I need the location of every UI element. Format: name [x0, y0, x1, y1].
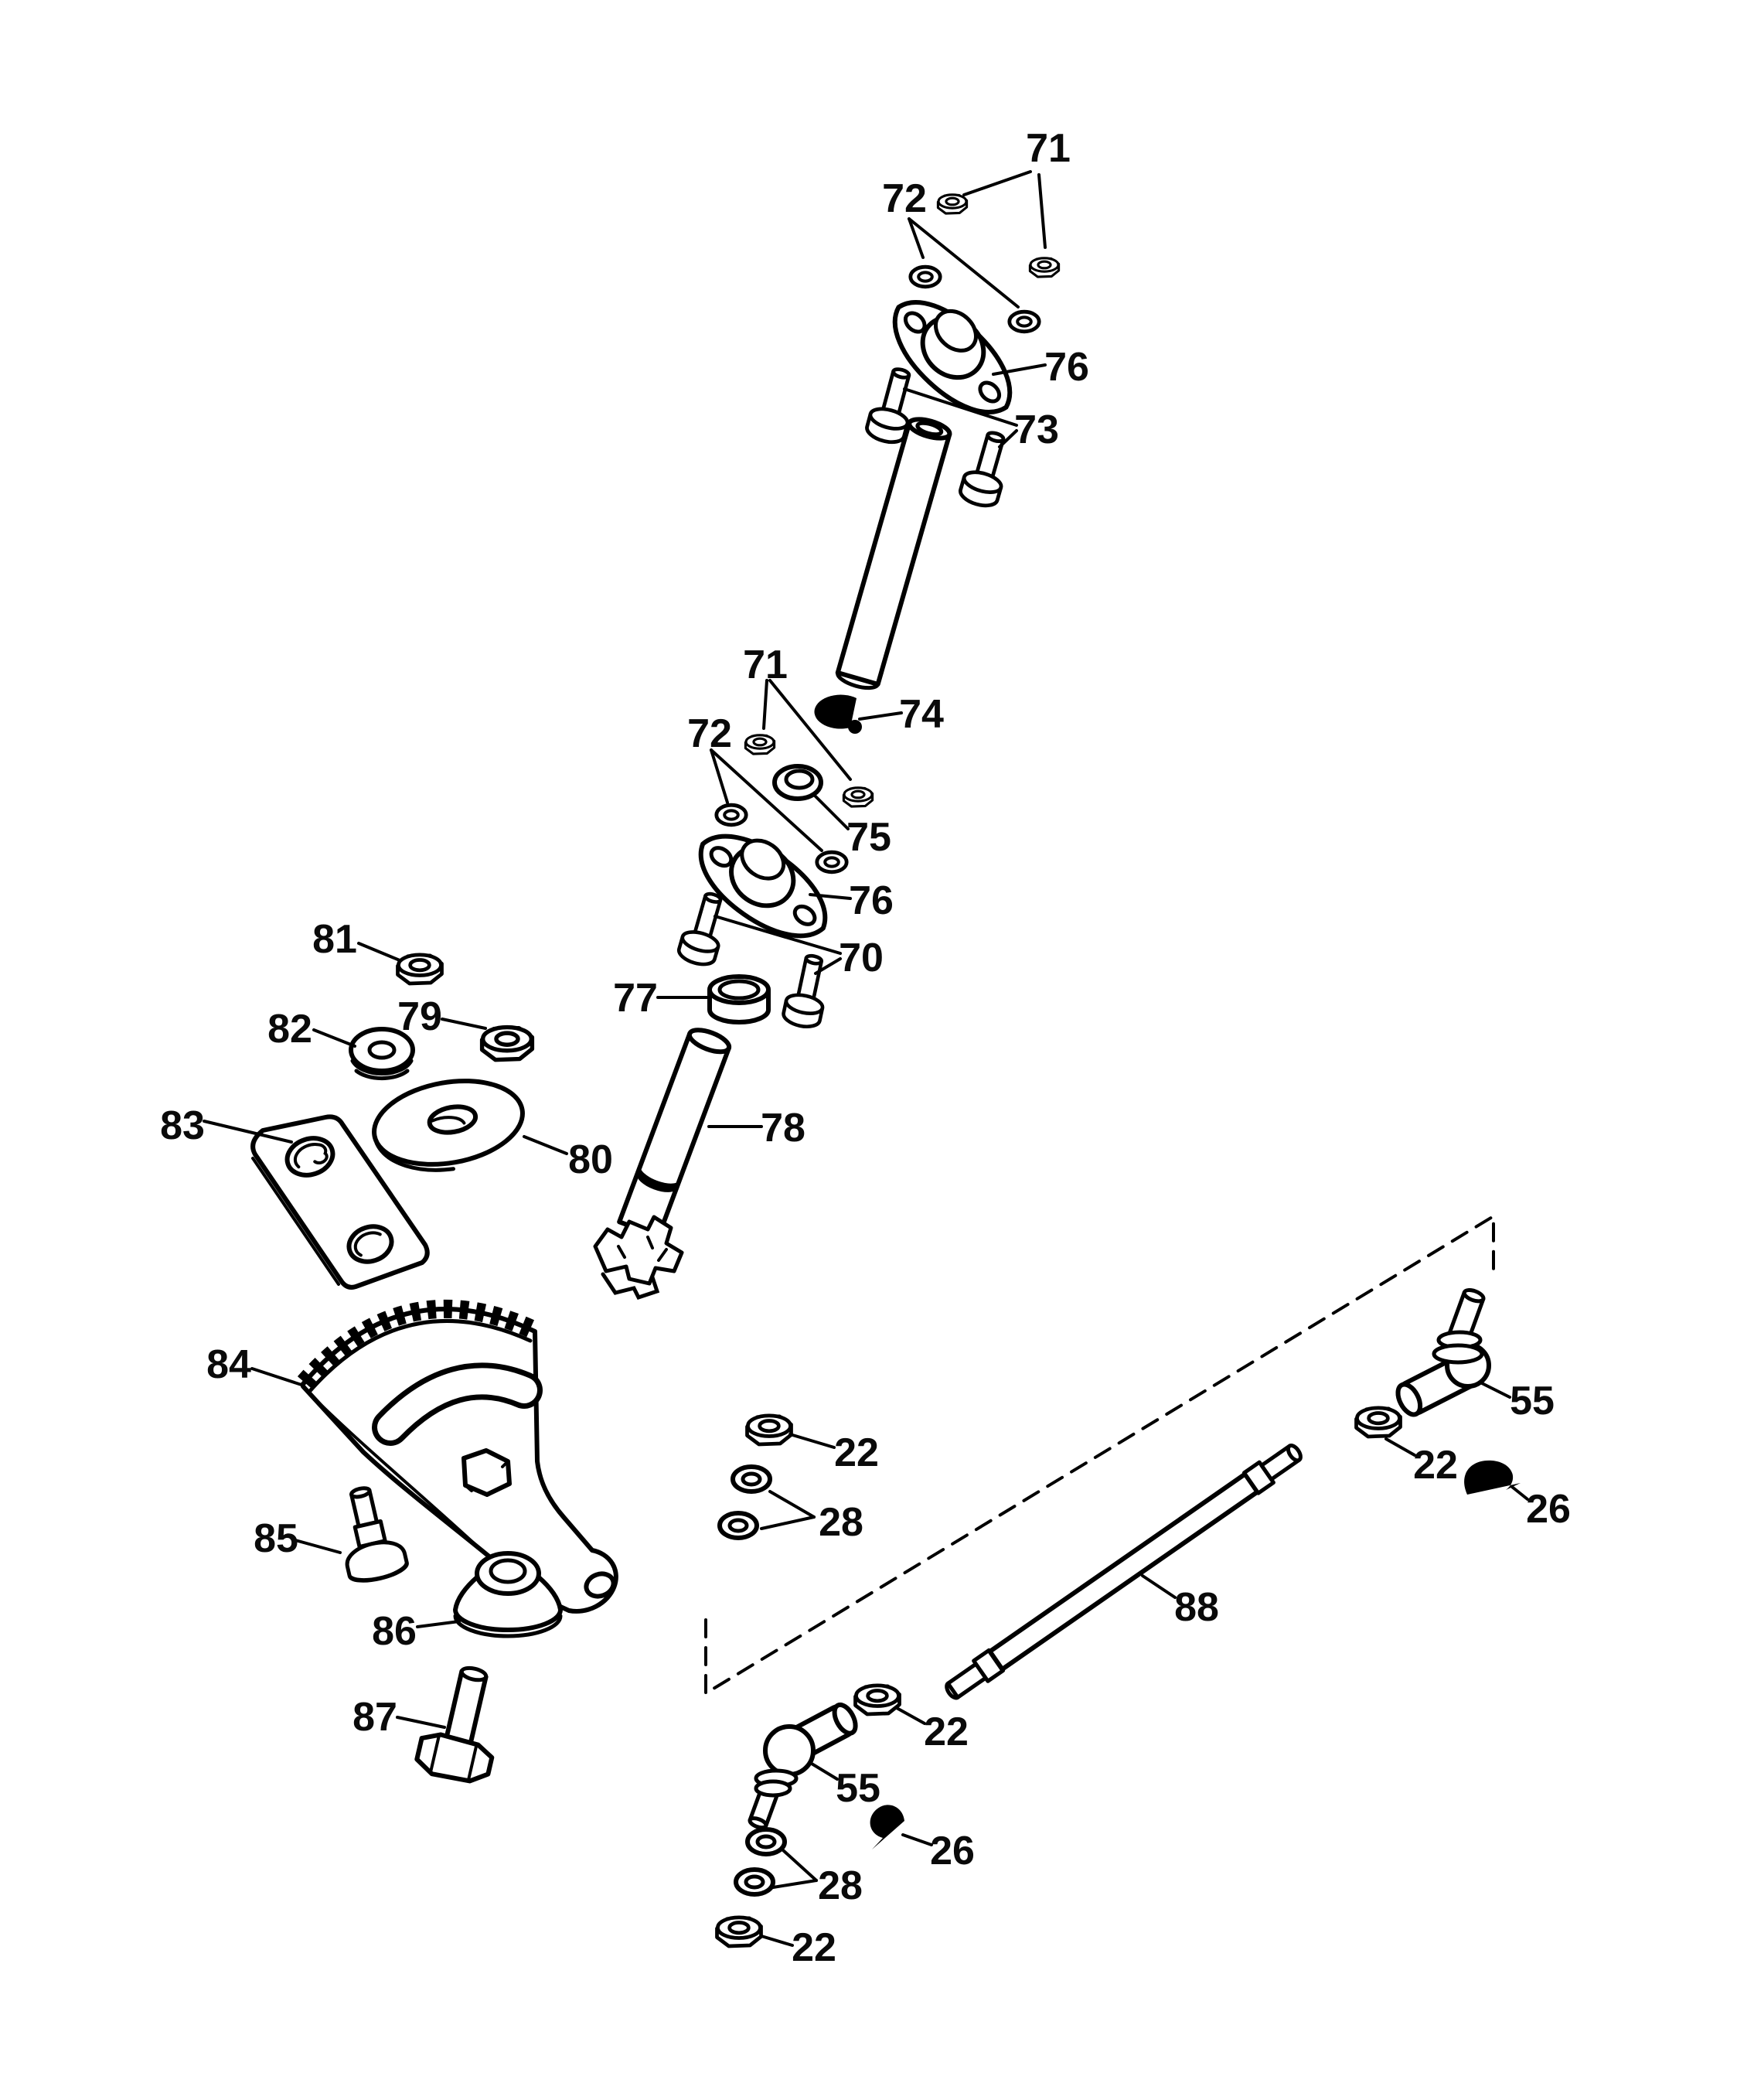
callout-82: 82 — [267, 1007, 312, 1052]
callout-83: 83 — [160, 1103, 205, 1148]
callout-71-top: 71 — [1026, 126, 1071, 171]
part-snap-ring-74 — [814, 694, 862, 734]
callout-26-lower: 26 — [930, 1829, 975, 1873]
part-sector-gear-84 — [297, 1299, 618, 1614]
callout-26-upper: 26 — [1526, 1487, 1571, 1532]
callout-55-upper: 55 — [1510, 1379, 1555, 1423]
part-tie-rod-88 — [945, 1444, 1303, 1700]
callout-88: 88 — [1174, 1585, 1219, 1630]
part-support-plate-83 — [250, 1114, 430, 1290]
part-washer-72-mid-right — [817, 852, 846, 872]
callout-87: 87 — [353, 1695, 397, 1740]
part-bushing-77 — [707, 974, 771, 1024]
part-washer-28-sector-upper — [733, 1467, 770, 1491]
callout-28-sector: 28 — [819, 1500, 863, 1545]
part-nut-22-rod-lower — [856, 1686, 900, 1714]
part-bolt-70-left — [676, 889, 731, 968]
part-steering-shaft-78 — [593, 1028, 732, 1301]
callout-81: 81 — [312, 917, 357, 962]
part-shoulder-bolt-85 — [345, 1486, 409, 1583]
leader-lines — [203, 170, 1529, 1947]
part-washer-72-top-right — [1010, 312, 1039, 332]
callout-75: 75 — [846, 815, 891, 860]
callout-79: 79 — [397, 994, 442, 1039]
part-washer-28-bottom-lower — [736, 1870, 773, 1894]
callout-72-top: 72 — [882, 176, 927, 221]
callout-22-rod-lower: 22 — [924, 1710, 969, 1754]
callout-71-mid: 71 — [743, 643, 788, 687]
part-bolt-70-right — [782, 953, 833, 1030]
part-nut-71-top-left — [936, 193, 969, 215]
callout-77: 77 — [613, 976, 658, 1021]
part-washer-72-top-left — [911, 267, 940, 287]
callout-80: 80 — [568, 1137, 613, 1182]
part-washer-80 — [372, 1079, 525, 1172]
callout-84: 84 — [206, 1342, 251, 1387]
part-ring-75 — [772, 764, 823, 801]
callout-55-lower: 55 — [836, 1766, 880, 1811]
part-nut-81 — [398, 955, 442, 984]
part-washer-28-sector-lower — [720, 1513, 757, 1538]
callout-22-upper-right: 22 — [1413, 1443, 1458, 1488]
callout-86: 86 — [372, 1609, 417, 1654]
callout-28-bottom: 28 — [818, 1863, 863, 1908]
part-nut-71-mid-right — [842, 786, 874, 808]
callout-22-bottom: 22 — [792, 1925, 836, 1970]
callout-76-upper: 76 — [1044, 345, 1089, 390]
callout-76-lower: 76 — [849, 878, 894, 923]
part-clip-26-lower — [870, 1805, 904, 1849]
callout-74: 74 — [899, 692, 944, 737]
part-nut-79 — [482, 1028, 533, 1060]
callout-85: 85 — [254, 1516, 298, 1561]
callout-78: 78 — [761, 1106, 805, 1151]
part-washer-28-bottom-upper — [748, 1829, 785, 1854]
part-nut-22-bottom — [717, 1918, 761, 1946]
part-nut-71-mid-left — [744, 734, 776, 755]
part-nut-71-top-right — [1028, 257, 1061, 278]
callout-labels: 71 72 76 73 71 74 72 75 76 70 77 78 81 8… — [160, 126, 1571, 1970]
pinion-gear — [593, 1215, 684, 1286]
part-clip-26-upper — [1464, 1460, 1521, 1495]
part-ball-joint-55-upper — [1395, 1288, 1491, 1417]
part-grommet-82 — [349, 1027, 415, 1081]
callout-73: 73 — [1014, 407, 1059, 452]
callout-70: 70 — [839, 936, 884, 980]
part-nut-22-upper-right — [1357, 1408, 1401, 1437]
callout-72-mid: 72 — [687, 711, 732, 756]
part-ball-joint-55-lower — [748, 1702, 858, 1830]
part-washer-72-mid-left — [717, 805, 746, 825]
part-nut-22-sector — [748, 1416, 792, 1444]
part-cone-spacer-86 — [453, 1551, 563, 1638]
construction-dashed-lines — [704, 1213, 1495, 1696]
part-steering-column-tube — [835, 417, 952, 690]
callout-22-sector: 22 — [834, 1430, 879, 1475]
part-hex-bolt-87 — [414, 1665, 495, 1784]
